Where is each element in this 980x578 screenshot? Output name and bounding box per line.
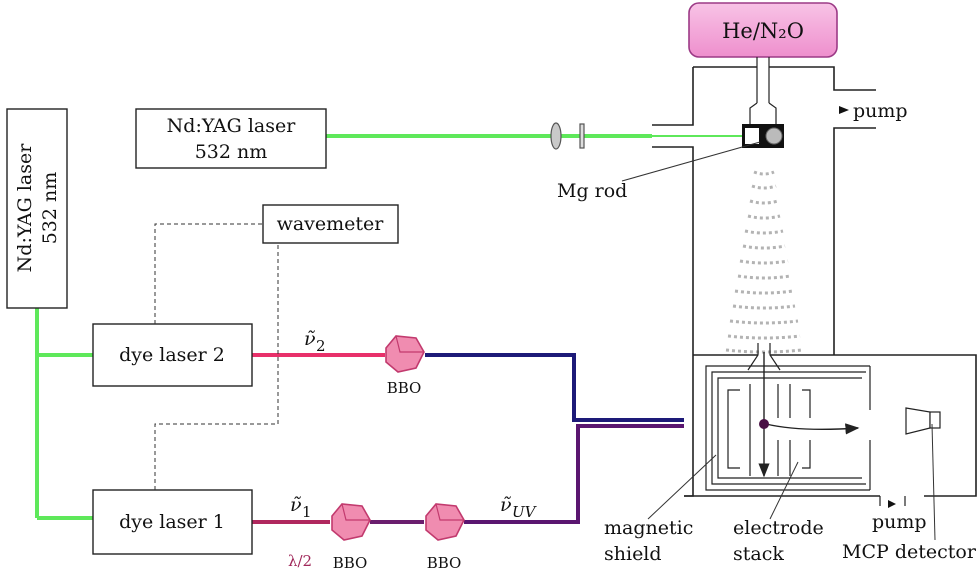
bbo-bottom-1-label: BBO	[333, 554, 368, 572]
bbo-crystal-top	[385, 335, 425, 373]
mg-rod-leader	[621, 141, 761, 182]
pump-bottom-icon	[879, 496, 906, 508]
half-wave-label: λ/2	[288, 552, 312, 570]
yag-vertical-box	[6, 108, 68, 309]
pump-bottom-label: pump	[872, 511, 927, 533]
ion-trajectory	[765, 423, 860, 435]
source-chamber	[652, 66, 876, 355]
wavemeter-label: wavemeter	[277, 213, 385, 235]
nu2-label: ν̃ 2	[304, 328, 326, 355]
gas-box	[688, 2, 838, 58]
bbo-crystal-bottom-2	[425, 503, 465, 541]
mg-rod-label: Mg rod	[557, 180, 627, 202]
pump-top-label: pump	[853, 100, 908, 122]
mcp-detector-leader	[931, 423, 936, 541]
blue-beam	[425, 353, 684, 422]
yag-vertical-label-2: 532 nm	[39, 172, 61, 245]
beam-window	[579, 123, 585, 149]
electrode-stack-leader	[769, 461, 799, 520]
magnetic-label: magnetic	[604, 517, 693, 539]
svg-text:2: 2	[316, 337, 326, 355]
skimmer	[747, 343, 781, 371]
dye-laser-2-box	[92, 323, 253, 387]
mcp-detector-label: MCP detector	[842, 541, 977, 563]
svg-text:ν̃: ν̃	[500, 494, 512, 516]
magnetic-shield-leader	[647, 454, 717, 520]
yag-horizontal-label-2: 532 nm	[195, 141, 268, 163]
mcp-detector-icon	[905, 407, 941, 435]
shield-label: shield	[604, 543, 662, 565]
svg-text:ν̃: ν̃	[304, 328, 316, 350]
svg-text:ν̃: ν̃	[290, 494, 302, 516]
stack-label: stack	[733, 543, 784, 565]
green-pump-beams	[35, 308, 93, 520]
dye-laser-1-label: dye laser 1	[119, 511, 225, 533]
detection-chamber	[684, 354, 977, 497]
yag-vertical-label-1: Nd:YAG laser	[14, 143, 36, 273]
bbo-bottom-2-label: BBO	[427, 554, 462, 572]
svg-text:UV: UV	[512, 503, 538, 521]
nu1-label: ν̃ 1	[290, 494, 312, 521]
wavemeter-box	[262, 204, 399, 244]
focusing-lens	[550, 122, 562, 150]
bbo-top-label: BBO	[387, 379, 422, 397]
dye-laser-1-box	[92, 489, 253, 555]
purple-uv-beam	[464, 424, 684, 524]
yag-horizontal-box	[135, 108, 327, 169]
electrode-stack	[727, 384, 811, 476]
interaction-point	[759, 419, 769, 429]
nozzle	[749, 57, 777, 124]
molecular-beam-expansion	[725, 170, 803, 354]
mg-rod-circle	[765, 127, 783, 145]
nuuv-label: ν̃ UV	[500, 494, 538, 521]
ablation-source-window	[745, 128, 759, 144]
wavemeter-link-dye1	[154, 243, 279, 490]
gas-label: He/N₂O	[722, 19, 804, 43]
pump-top-arrow-icon	[839, 106, 849, 114]
electrode-label: electrode	[733, 517, 824, 539]
wavemeter-link-dye2	[154, 223, 263, 324]
svg-text:1: 1	[302, 503, 312, 521]
yag-horizontal-label-1: Nd:YAG laser	[167, 115, 297, 137]
bbo-crystal-bottom-1	[331, 503, 371, 541]
dye-laser-2-label: dye laser 2	[119, 344, 225, 366]
